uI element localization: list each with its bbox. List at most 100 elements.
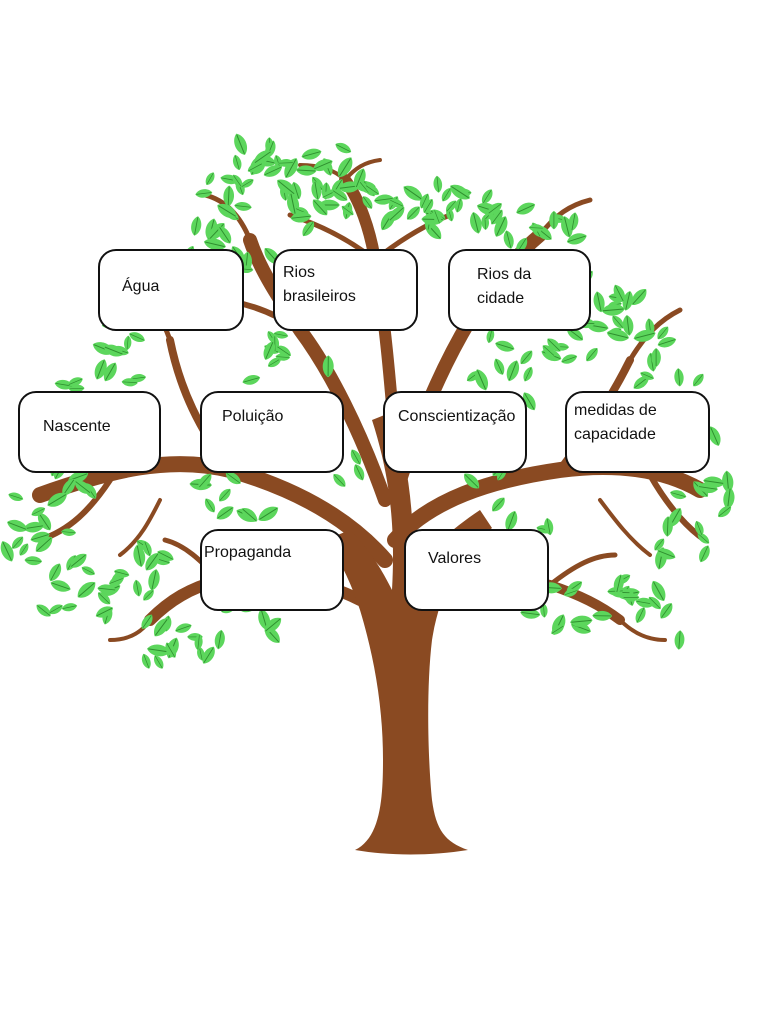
leaf-icon	[694, 520, 704, 536]
box-rios-brasileiros: Rios brasileiros	[273, 249, 418, 331]
leaf-icon	[523, 366, 533, 382]
leaf-icon	[406, 206, 420, 220]
leaf-icon	[74, 480, 91, 494]
leaf-icon	[97, 592, 111, 605]
leaf-icon	[365, 184, 380, 196]
leaf-icon	[454, 198, 463, 213]
leaf-icon	[333, 474, 346, 487]
leaf-icon	[175, 623, 192, 633]
leaf-icon	[277, 179, 296, 196]
leaf-icon	[165, 642, 177, 658]
leaf-icon	[547, 338, 561, 352]
leaf-icon	[631, 289, 647, 305]
leaf-icon	[350, 449, 362, 465]
leaf-icon	[198, 473, 212, 488]
leaf-icon	[613, 574, 624, 594]
leaf-icon	[97, 584, 117, 594]
leaf-icon	[692, 373, 704, 387]
leaf-icon	[708, 426, 721, 446]
leaf-icon	[195, 189, 213, 198]
leaf-icon	[520, 608, 541, 619]
leaf-icon	[202, 646, 215, 664]
box-poluicao: Poluição	[200, 391, 344, 473]
leaf-icon	[154, 618, 169, 637]
leaf-icon	[301, 148, 322, 160]
leaf-icon	[586, 348, 598, 362]
leaf-icon	[218, 226, 232, 244]
leaf-icon	[495, 340, 515, 352]
leaf-icon	[566, 233, 587, 245]
leaf-icon	[332, 189, 348, 201]
leaf-icon	[232, 154, 242, 171]
leaf-icon	[697, 533, 710, 544]
leaf-icon	[635, 607, 646, 624]
leaf-icon	[542, 345, 555, 357]
leaf-icon	[660, 603, 673, 619]
leaf-icon	[225, 472, 241, 485]
leaf-icon	[674, 368, 684, 387]
leaf-icon	[36, 604, 51, 617]
leaf-icon	[570, 615, 593, 627]
leaf-icon	[568, 212, 579, 231]
leaf-icon	[703, 476, 725, 488]
leaf-icon	[657, 548, 676, 560]
leaf-icon	[23, 521, 45, 533]
leaf-icon	[544, 517, 554, 536]
leaf-icon	[486, 328, 495, 344]
leaf-icon	[147, 644, 170, 657]
leaf-icon	[35, 536, 53, 553]
leaf-icon	[223, 185, 235, 207]
leaf-icon	[62, 478, 76, 496]
leaf-icon	[362, 196, 373, 209]
leaf-icon	[722, 470, 734, 493]
leaf-icon	[612, 315, 624, 329]
leaf-icon	[47, 492, 67, 507]
leaf-icon	[275, 353, 291, 361]
leaf-icon	[494, 358, 505, 375]
leaf-icon	[674, 630, 685, 650]
leaf-icon	[433, 175, 443, 193]
leaf-icon	[657, 337, 677, 348]
leaf-icon	[419, 193, 430, 209]
leaf-icon	[551, 625, 564, 635]
leaf-icon	[662, 516, 673, 537]
leaf-icon	[253, 150, 272, 165]
leaf-icon	[613, 284, 625, 302]
leaf-icon	[263, 341, 276, 360]
leaf-icon	[11, 536, 24, 549]
leaf-icon	[654, 538, 665, 551]
leaf-icon	[234, 133, 248, 155]
leaf-icon	[124, 335, 132, 351]
leaf-icon	[388, 206, 405, 222]
leaf-icon	[218, 488, 231, 502]
leaf-icon	[657, 326, 669, 340]
leaf-icon	[19, 543, 29, 556]
leaf-icon	[205, 172, 215, 186]
leaf-icon	[30, 531, 50, 543]
leaf-icon	[277, 158, 294, 167]
leaf-icon	[593, 291, 605, 313]
leaf-icon	[258, 506, 279, 521]
leaf-icon	[264, 617, 282, 633]
leaf-icon	[232, 174, 243, 188]
leaf-icon	[241, 178, 254, 188]
leaf-icon	[49, 563, 62, 582]
leaf-icon	[481, 189, 493, 204]
box-nascente: Nascente	[18, 391, 161, 473]
leaf-icon	[302, 221, 315, 237]
leaf-icon	[61, 603, 78, 612]
leaf-icon	[296, 165, 317, 176]
leaf-icon	[723, 487, 735, 510]
leaf-icon	[129, 332, 145, 343]
leaf-icon	[267, 357, 282, 368]
leaf-icon	[505, 510, 518, 532]
leaf-icon	[516, 202, 536, 215]
box-rios-da-cidade: Rios da cidade	[448, 249, 591, 331]
leaf-icon	[492, 497, 505, 512]
leaf-icon	[37, 512, 52, 531]
leaf-icon	[94, 359, 107, 380]
leaf-icon	[290, 211, 312, 223]
leaf-icon	[273, 330, 289, 339]
leaf-icon	[81, 566, 95, 576]
leaf-icon	[48, 604, 63, 615]
